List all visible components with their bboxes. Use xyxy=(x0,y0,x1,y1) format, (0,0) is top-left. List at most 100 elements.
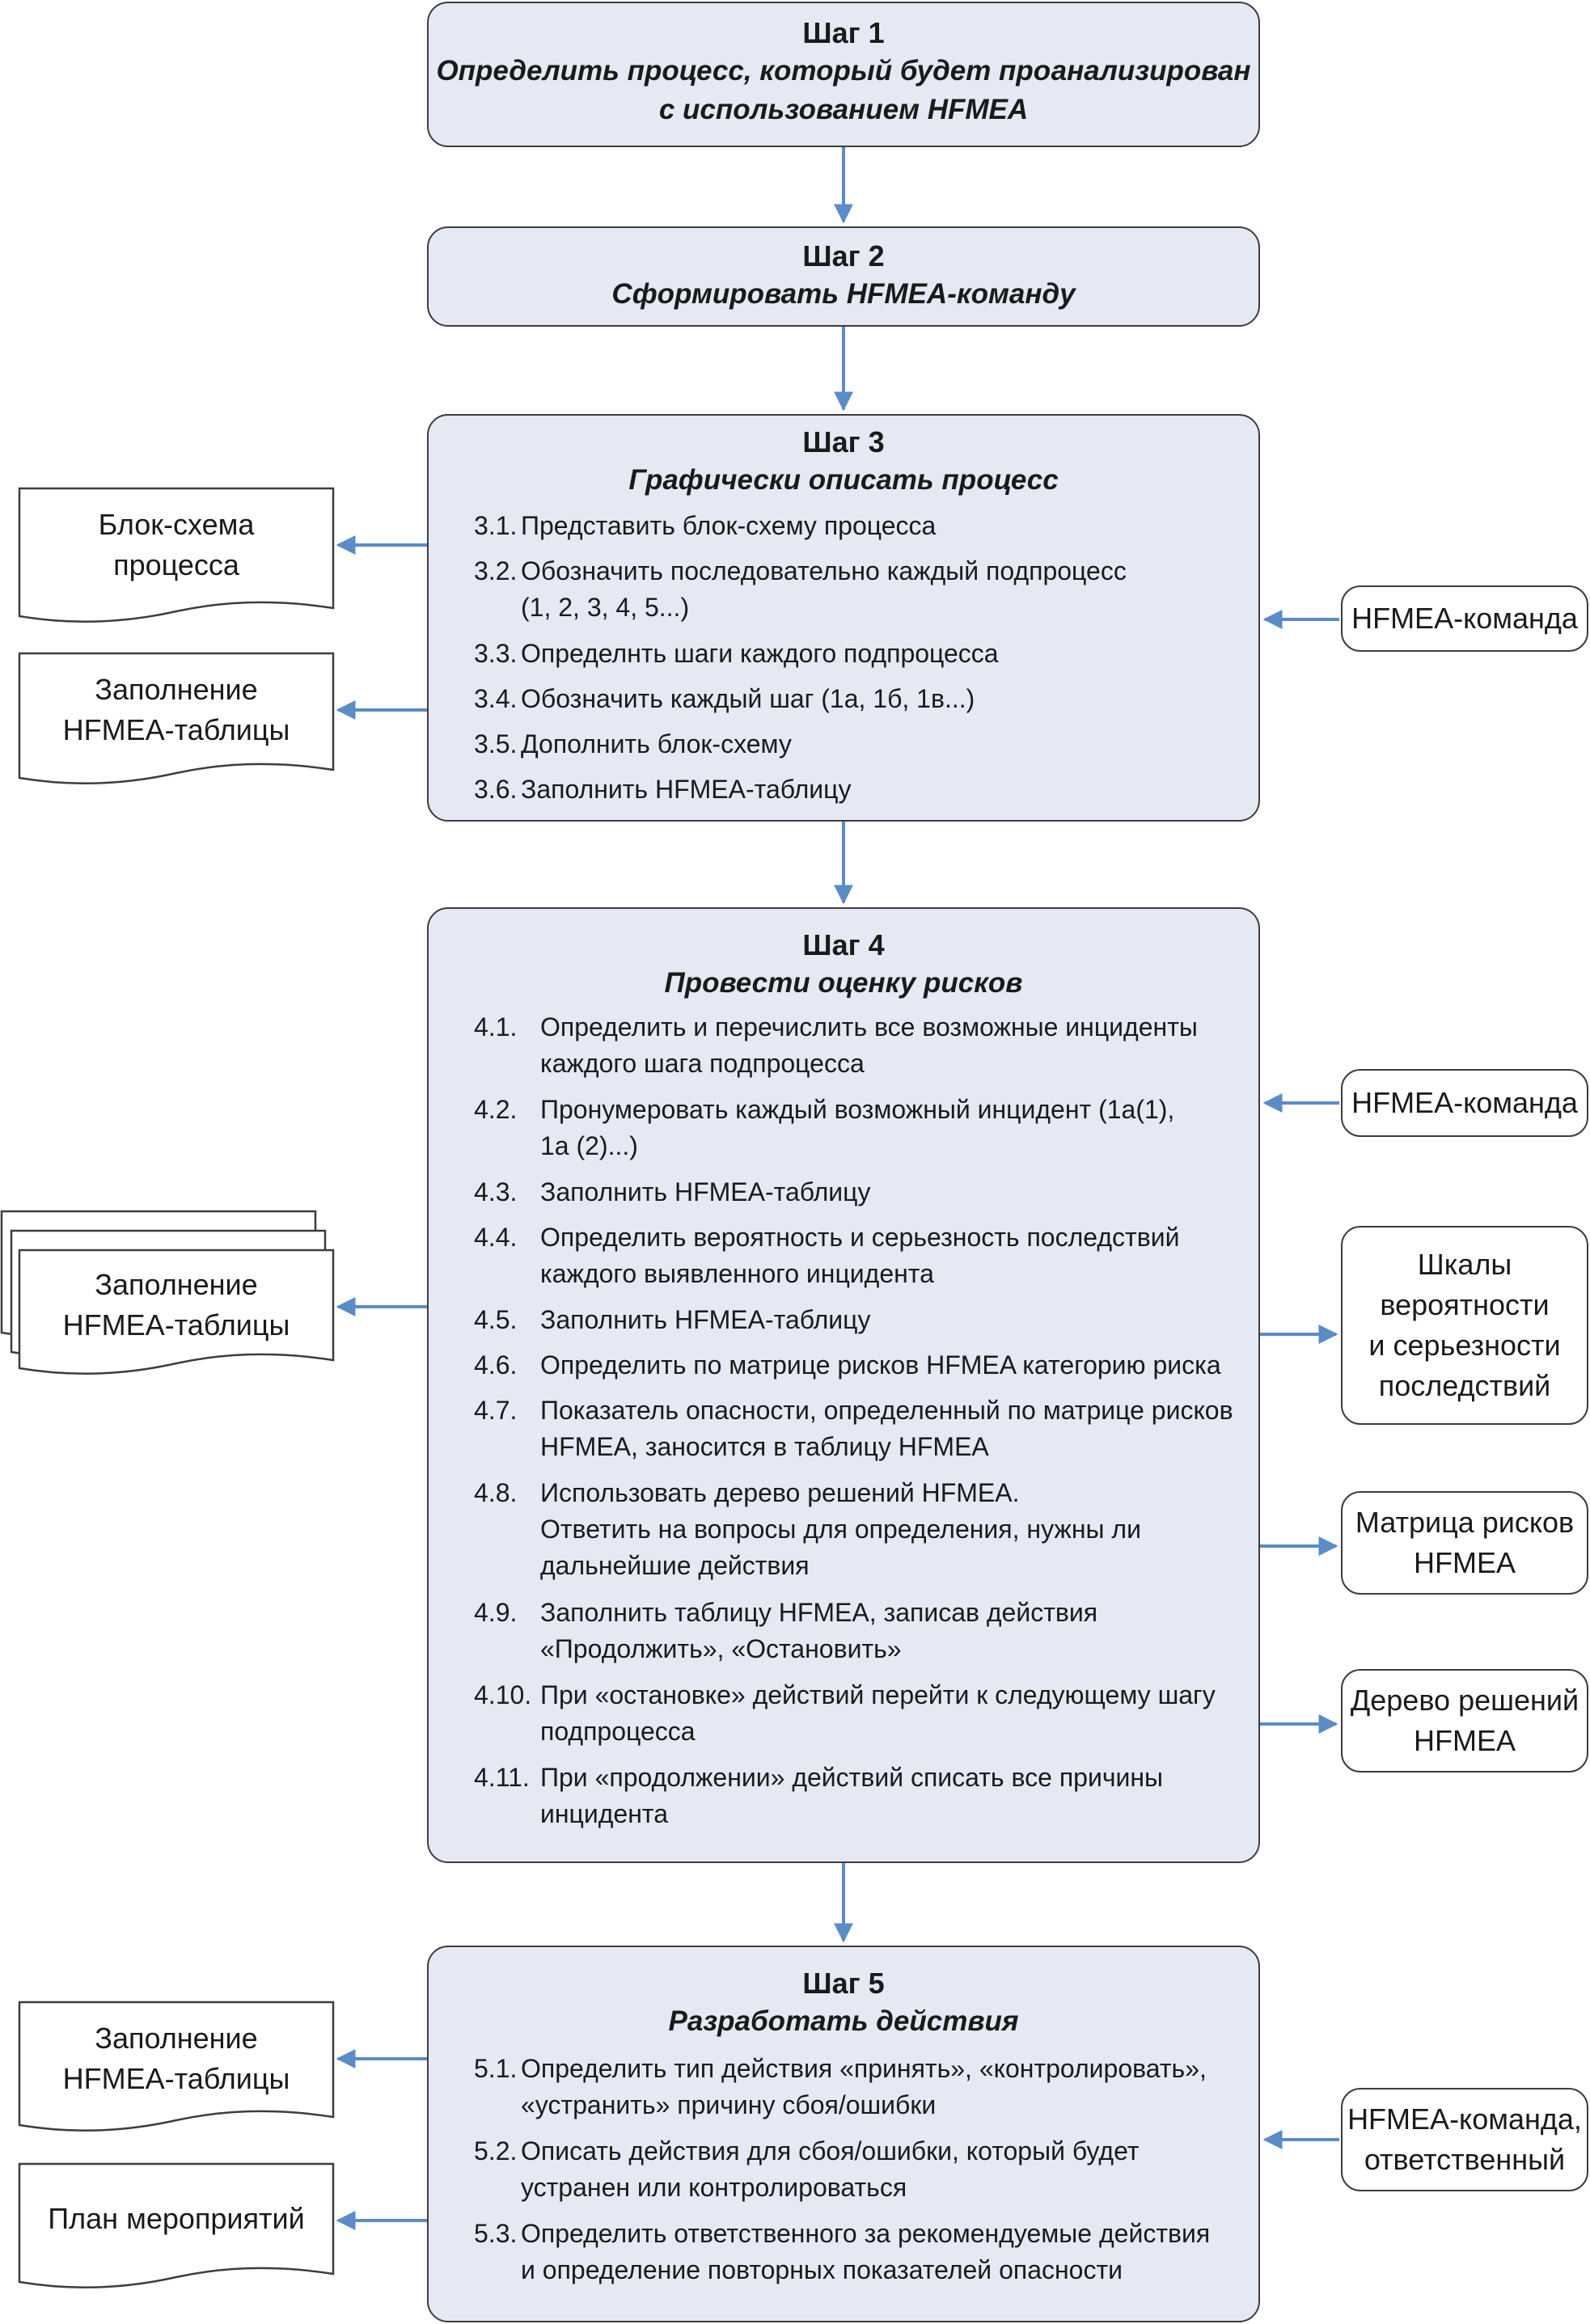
team-box-s5-line-2: ответственный xyxy=(1364,2143,1566,2176)
item-text-line-2: «устранить» причину сбоя/ошибки xyxy=(521,2090,937,2119)
item-number: 4.11. xyxy=(474,1763,530,1792)
item-number: 3.6. xyxy=(474,775,518,804)
step-5-items: 5.1. Определить тип действия «принять», … xyxy=(474,2051,1242,2309)
step-1-name-line-2: с использованием HFMEA xyxy=(658,94,1029,125)
item-text: Определить ответственного за рекомендуем… xyxy=(521,2219,1211,2248)
table-document-shape-s3 xyxy=(18,652,335,784)
item-text: Определить тип действия «принять», «конт… xyxy=(521,2054,1207,2083)
item-text: Использовать дерево решений HFMEA. xyxy=(540,1478,1020,1507)
item-text-line-2: каждого шага подпроцесса xyxy=(540,1049,865,1078)
team-box-s4-label: HFMEA-команда xyxy=(1351,1086,1578,1119)
table-document-shape-s5 xyxy=(18,2001,335,2132)
plan-document-label: План мероприятий xyxy=(48,2202,305,2235)
item-text: Определнть шаги каждого подпроцесса xyxy=(521,639,999,668)
step-5-box: Шаг 5 Разработать действия 5.1. Определи… xyxy=(427,1946,1260,2322)
item-text: Описать действия для сбоя/ошибки, которы… xyxy=(521,2136,1140,2166)
step-2-number: Шаг 2 xyxy=(802,239,885,273)
item-text: Определить по матрице рисков HFMEA катег… xyxy=(540,1350,1221,1380)
item-number: 3.2. xyxy=(474,556,518,585)
item-number: 5.2. xyxy=(474,2136,518,2166)
item-text: Определить вероятность и серьезность пос… xyxy=(540,1223,1180,1252)
item-text: Представить блок-схему процесса xyxy=(521,511,937,540)
item-text-line-2: HFMEA, заносится в таблицу HFMEA xyxy=(540,1432,989,1461)
team-box-s3: HFMEA-команда xyxy=(1341,585,1588,652)
step-1-box: Шаг 1 Определить процесс, который будет … xyxy=(427,2,1260,147)
item-text: Заполнить HFMEA-таблицу xyxy=(540,1177,871,1206)
item-number: 4.3. xyxy=(474,1177,518,1206)
step-2-box: Шаг 2 Сформировать HFMEA-команду xyxy=(427,226,1260,327)
item-number: 4.4. xyxy=(474,1223,518,1252)
table-document-s4-line-1: Заполнение xyxy=(95,1268,258,1301)
item-text-line-2: инцидента xyxy=(540,1799,668,1828)
table-document-s4: Заполнение HFMEA-таблицы xyxy=(19,1250,333,1360)
item-number: 4.9. xyxy=(474,1598,518,1627)
item-text: Пронумеровать каждый возможный инцидент … xyxy=(540,1095,1175,1124)
step-1-number: Шаг 1 xyxy=(802,16,885,49)
team-box-s4: HFMEA-команда xyxy=(1341,1069,1588,1137)
table-document-s5: Заполнение HFMEA-таблицы xyxy=(19,2002,333,2115)
item-number: 3.5. xyxy=(474,729,518,758)
item-text: Определить и перечислить все возможные и… xyxy=(540,1012,1198,1042)
item-text-line-2: «Продолжить», «Остановить» xyxy=(540,1634,902,1663)
step-4-name: Провести оценку рисков xyxy=(664,967,1023,999)
table-document-s5-line-1: Заполнение xyxy=(95,2022,258,2055)
risk-matrix-line-1: Матрица рисков xyxy=(1355,1506,1575,1539)
step-4-box: Шаг 4 Провести оценку рисков 4.1. Опреде… xyxy=(427,907,1260,1863)
step-2-name: Сформировать HFMEA-команду xyxy=(611,278,1076,310)
item-text: Показатель опасности, определенный по ма… xyxy=(540,1396,1233,1425)
table-document-shape-s4 xyxy=(18,1249,335,1375)
item-text: Заполнить HFMEA-таблицу xyxy=(540,1305,871,1334)
step-5-name: Разработать действия xyxy=(668,2005,1019,2037)
scales-box: Шкалы вероятности и серьезности последст… xyxy=(1341,1226,1588,1425)
flowchart-document-shape xyxy=(18,487,335,623)
step-4-items: 4.1. Определить и перечислить все возмож… xyxy=(474,1009,1242,1850)
item-number: 4.5. xyxy=(474,1305,518,1334)
risk-matrix-line-2: HFMEA xyxy=(1413,1546,1516,1579)
team-box-s3-label: HFMEA-команда xyxy=(1351,602,1578,635)
risk-matrix-box: Матрица рисков HFMEA xyxy=(1341,1491,1588,1595)
item-text: Обозначить последовательно каждый подпро… xyxy=(521,556,1127,585)
item-number: 4.1. xyxy=(474,1012,518,1042)
item-text-line-2: каждого выявленного инцидента xyxy=(540,1259,934,1288)
item-number: 4.7. xyxy=(474,1396,518,1425)
item-text-line-2: и определение повторных показателей опас… xyxy=(521,2255,1123,2284)
step-5-number: Шаг 5 xyxy=(802,1967,885,2000)
item-number: 5.1. xyxy=(474,2054,518,2083)
plan-document: План мероприятий xyxy=(19,2164,333,2274)
step-1-name-line-1: Определить процесс, который будет проана… xyxy=(436,55,1251,87)
item-text: Дополнить блок-схему xyxy=(521,729,792,758)
item-text: Обозначить каждый шаг (1а, 1б, 1в...) xyxy=(521,684,975,713)
item-text: Заполнить таблицу HFMEA, записав действи… xyxy=(540,1598,1098,1627)
item-text: Заполнить HFMEA-таблицу xyxy=(521,775,852,804)
item-text-line-2: устранен или контролироваться xyxy=(521,2173,907,2202)
item-number: 4.2. xyxy=(474,1095,518,1124)
item-text: При «остановке» действий перейти к следу… xyxy=(540,1680,1216,1709)
step-3-items: 3.1. Представить блок-схему процесса 3.2… xyxy=(474,508,1242,815)
item-text-line-3: дальнейшие действия xyxy=(540,1551,810,1580)
step-3-name: Графически описать процесс xyxy=(628,464,1059,496)
team-box-s5-line-1: HFMEA-команда, xyxy=(1347,2102,1582,2136)
item-text-line-2: (1, 2, 3, 4, 5...) xyxy=(521,593,690,622)
decision-tree-box: Дерево решений HFMEA xyxy=(1341,1669,1588,1773)
item-number: 3.4. xyxy=(474,684,518,713)
scales-line-2: вероятности xyxy=(1380,1288,1550,1321)
table-document-s4-line-2: HFMEA-таблицы xyxy=(62,1308,290,1342)
table-document-s3-line-1: Заполнение xyxy=(95,673,258,706)
step-3-box: Шаг 3 Графически описать процесс 3.1. Пр… xyxy=(427,414,1260,822)
step-3-number: Шаг 3 xyxy=(802,425,885,458)
item-text-line-2: Ответить на вопросы для определения, нуж… xyxy=(540,1515,1141,1544)
flowchart-document-line-2: процесса xyxy=(113,548,239,581)
flowchart-document-line-1: Блок-схема xyxy=(98,508,255,541)
decision-tree-line-1: Дерево решений xyxy=(1350,1684,1579,1717)
table-document-s3-line-2: HFMEA-таблицы xyxy=(62,713,290,746)
item-number: 3.1. xyxy=(474,511,518,540)
table-document-s5-line-2: HFMEA-таблицы xyxy=(62,2062,290,2095)
flowchart-document: Блок-схема процесса xyxy=(19,488,333,602)
table-document-s3: Заполнение HFMEA-таблицы xyxy=(19,653,333,767)
plan-document-shape xyxy=(18,2162,335,2288)
step-4-number: Шаг 4 xyxy=(802,928,885,961)
item-number: 4.6. xyxy=(474,1350,518,1380)
scales-line-1: Шкалы xyxy=(1417,1248,1512,1281)
item-text: При «продолжении» действий списать все п… xyxy=(540,1763,1164,1792)
